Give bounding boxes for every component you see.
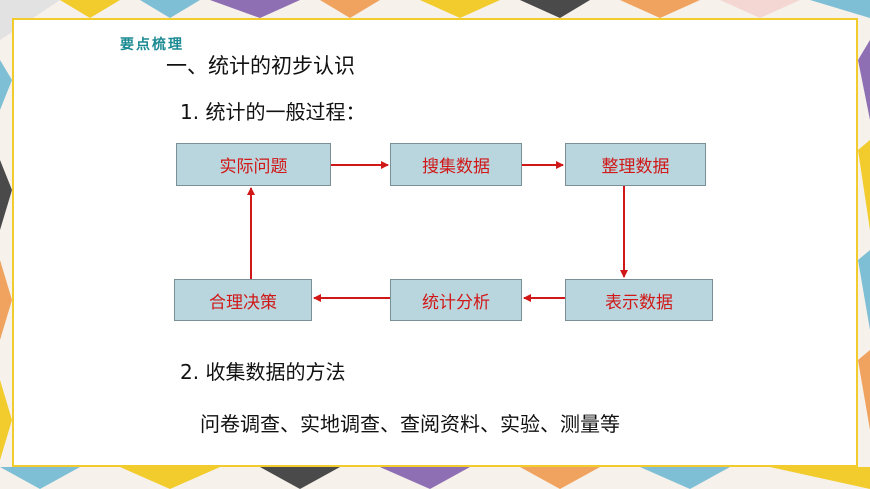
node-organize-data: 整理数据 bbox=[565, 143, 706, 186]
section-tag: 要点梳理 bbox=[120, 37, 184, 53]
node-statistical-analysis: 统计分析 bbox=[390, 279, 522, 321]
node-collect-data: 搜集数据 bbox=[390, 143, 522, 186]
node-actual-problem: 实际问题 bbox=[176, 143, 331, 186]
node-reasonable-decision: 合理决策 bbox=[174, 279, 312, 321]
slide-heading: 一、统计的初步认识 bbox=[166, 54, 355, 78]
process-subtitle: 1. 统计的一般过程： bbox=[180, 100, 366, 124]
slide-card bbox=[12, 18, 858, 467]
node-represent-data: 表示数据 bbox=[565, 279, 713, 321]
methods-list: 问卷调查、实地调查、查阅资料、实验、测量等 bbox=[200, 412, 620, 436]
methods-subtitle: 2. 收集数据的方法 bbox=[180, 360, 346, 384]
